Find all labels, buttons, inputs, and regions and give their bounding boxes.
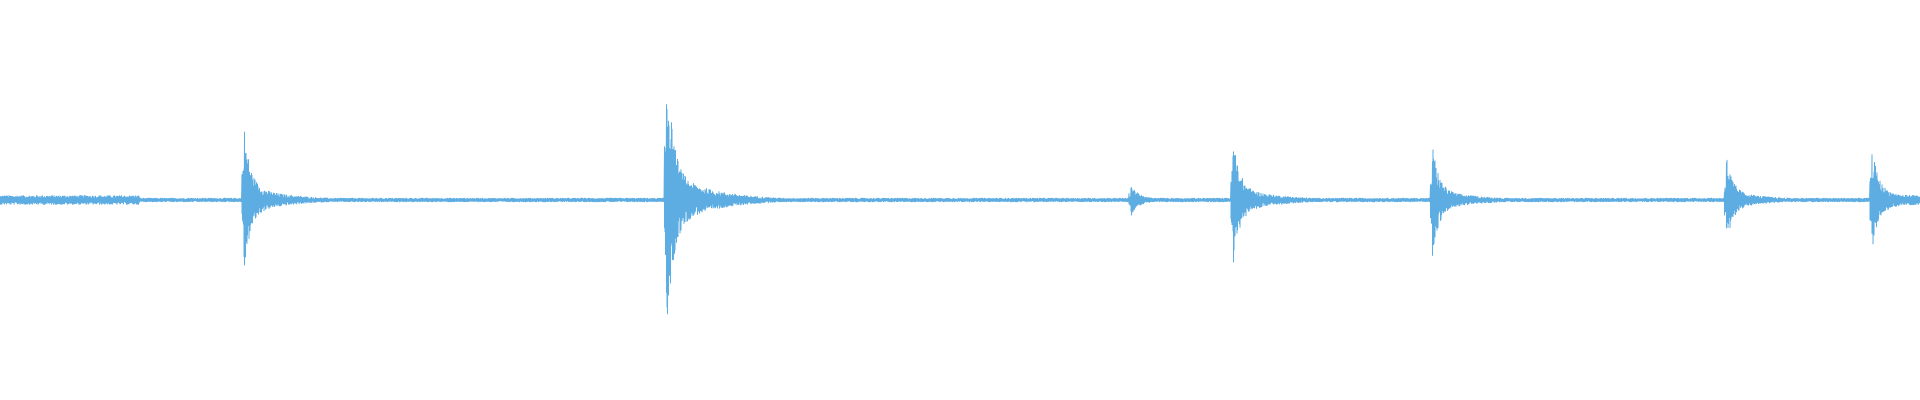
- waveform-trace: [0, 104, 1920, 315]
